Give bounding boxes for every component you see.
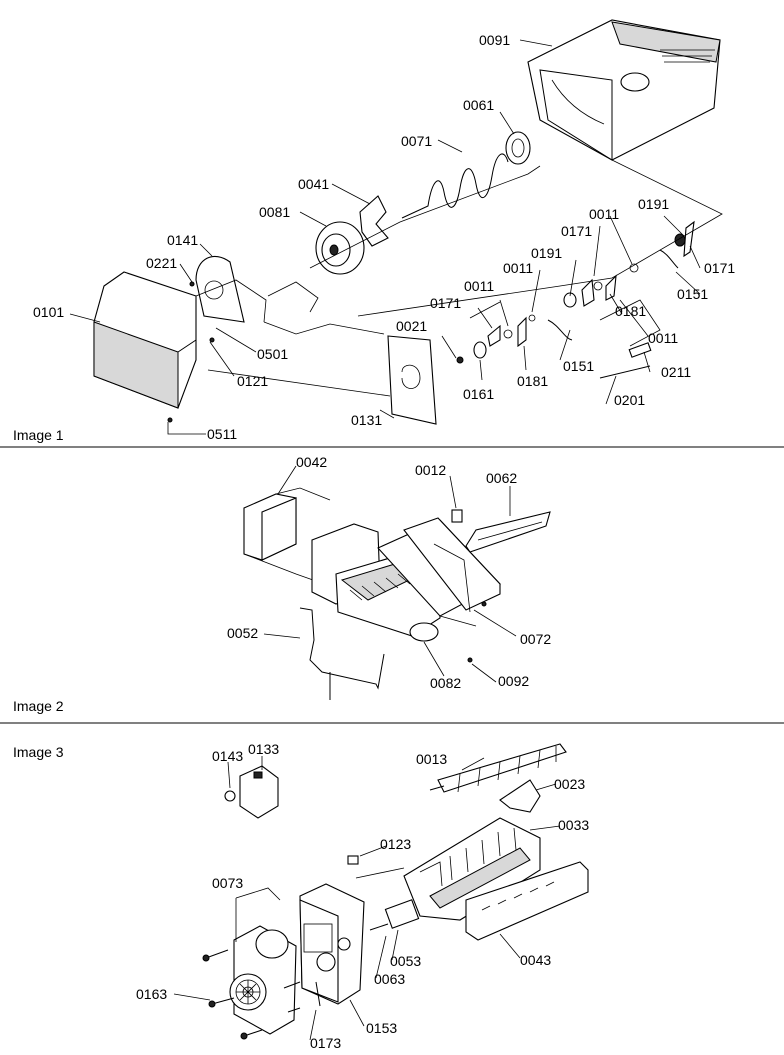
callout-0012: 0012 — [415, 462, 446, 478]
callout-0082: 0082 — [430, 675, 461, 691]
wire-0052-drawing — [299, 607, 385, 700]
callout-0011-c: 0011 — [589, 206, 619, 222]
image2-drawing — [243, 487, 551, 700]
image2-assembly-lines — [275, 487, 477, 627]
ice-tray-drawing — [403, 817, 541, 921]
callout-0143: 0143 — [212, 748, 243, 764]
callout-0011-d: 0011 — [648, 330, 678, 346]
switch-0133-drawing — [224, 765, 279, 819]
callout-0191-b: 0191 — [638, 196, 669, 212]
callout-0123: 0123 — [380, 836, 411, 852]
screw-0092-dot — [467, 657, 473, 663]
image3-labels: 0143 0133 0013 0023 0033 0123 0073 0053 … — [136, 741, 589, 1051]
image1-drawing — [93, 19, 723, 425]
image3-drawing — [202, 743, 589, 1040]
callout-0101: 0101 — [33, 304, 64, 320]
auger-coupler-drawing — [505, 131, 531, 165]
callout-0133: 0133 — [248, 741, 279, 757]
callout-0211: 0211 — [661, 364, 691, 380]
callout-0041: 0041 — [298, 176, 329, 192]
image2-leaders — [263, 465, 517, 683]
callout-0141: 0141 — [167, 232, 198, 248]
ejector-0013-drawing — [429, 743, 567, 793]
housing-0141-drawing — [195, 256, 245, 323]
harness-drawing — [451, 509, 551, 553]
callout-0163: 0163 — [136, 986, 167, 1002]
panel-label-image-3: Image 3 — [13, 744, 64, 760]
bracket-plate-drawing — [387, 335, 437, 425]
control-housing-drawing — [299, 883, 365, 1005]
callout-0043: 0043 — [520, 952, 551, 968]
panel-label-image-1: Image 1 — [13, 427, 64, 443]
shield-0043-drawing — [465, 861, 589, 941]
callout-0171-b: 0171 — [561, 223, 592, 239]
callout-0501: 0501 — [257, 346, 288, 362]
callout-0011-a: 0011 — [464, 278, 494, 294]
callout-0053: 0053 — [390, 953, 421, 969]
callout-0153: 0153 — [366, 1020, 397, 1036]
part-0123-drawing — [347, 855, 359, 865]
callout-0171-a: 0171 — [430, 295, 461, 311]
callout-0221: 0221 — [146, 255, 177, 271]
callout-0052: 0052 — [227, 625, 258, 641]
fastener-0121-dot — [209, 337, 215, 343]
callout-0021: 0021 — [396, 318, 427, 334]
part-0023-drawing — [499, 779, 541, 813]
callout-0071: 0071 — [401, 133, 432, 149]
fastener-0511-dot — [167, 417, 173, 423]
callout-0013: 0013 — [416, 751, 447, 767]
mounting-plate-drawing — [377, 517, 501, 617]
callout-0073: 0073 — [212, 875, 243, 891]
callout-0171-c: 0171 — [704, 260, 735, 276]
callout-0161: 0161 — [463, 386, 494, 402]
image3-assembly-lines — [235, 887, 281, 942]
shaft-parts-drawing — [355, 867, 420, 931]
callout-0042: 0042 — [296, 454, 327, 470]
image1-labels: 0091 0061 0071 0041 0081 0141 0221 0101 … — [33, 32, 735, 442]
callout-0511: 0511 — [207, 426, 237, 442]
auger-spring-drawing — [401, 153, 509, 219]
callout-0091: 0091 — [479, 32, 510, 48]
linkage-parts-drawing — [456, 220, 695, 379]
image2-labels: 0042 0012 0062 0052 0072 0082 0092 — [227, 454, 551, 691]
front-cover-drawing — [93, 271, 197, 409]
callout-0092: 0092 — [498, 673, 529, 689]
image1-leaders — [69, 39, 701, 435]
motor-module-drawing — [229, 925, 297, 1035]
callout-0081: 0081 — [259, 204, 290, 220]
callout-0181-b: 0181 — [615, 303, 646, 319]
impeller-drawing — [359, 195, 389, 247]
callout-0062: 0062 — [486, 470, 517, 486]
callout-0033: 0033 — [558, 817, 589, 833]
callout-0151-a: 0151 — [563, 358, 594, 374]
cover-0042-drawing — [243, 493, 331, 587]
ice-bin-drawing — [527, 19, 721, 161]
callout-0121: 0121 — [237, 373, 268, 389]
icemaker-body-drawing — [311, 523, 441, 642]
image1-assembly-lines — [195, 159, 723, 397]
image3-leaders — [173, 756, 561, 1041]
callout-0023: 0023 — [554, 776, 585, 792]
callout-0063: 0063 — [374, 971, 405, 987]
callout-0151-b: 0151 — [677, 286, 708, 302]
callout-0061: 0061 — [463, 97, 494, 113]
fastener-0221-dot — [189, 281, 195, 287]
screws-drawing — [202, 949, 321, 1040]
callout-0131: 0131 — [351, 412, 382, 428]
callout-0072: 0072 — [520, 631, 551, 647]
callout-0011-b: 0011 — [503, 260, 533, 276]
panel-label-image-2: Image 2 — [13, 698, 64, 714]
callout-0173: 0173 — [310, 1035, 341, 1051]
callout-0181-a: 0181 — [517, 373, 548, 389]
callout-0191-a: 0191 — [531, 245, 562, 261]
callout-0201: 0201 — [614, 392, 645, 408]
motor-drawing — [315, 221, 365, 275]
